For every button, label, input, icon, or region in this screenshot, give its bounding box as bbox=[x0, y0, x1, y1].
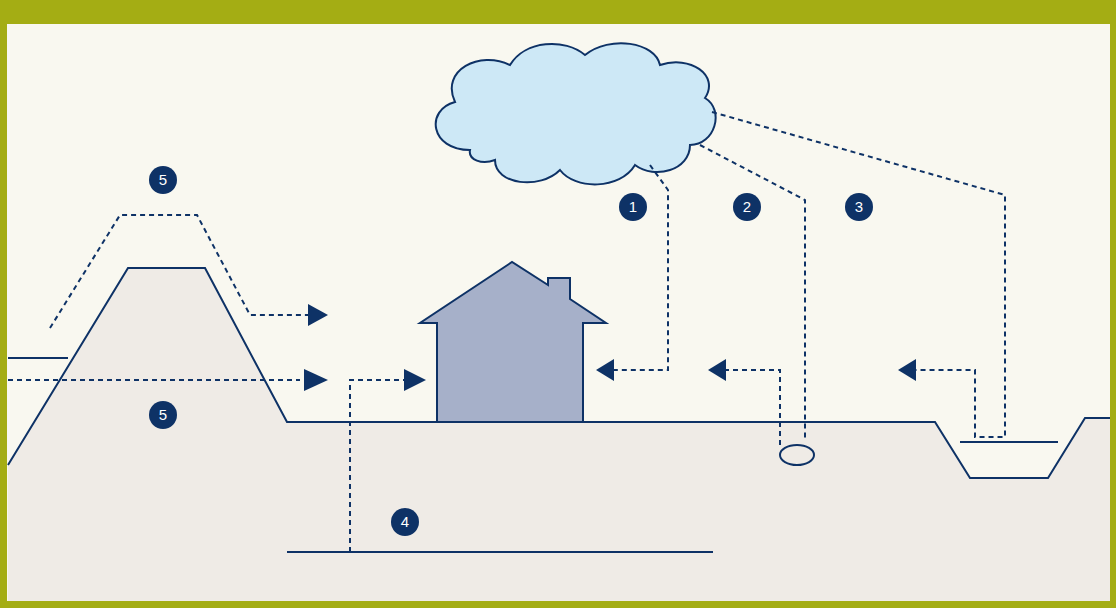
rain-path bbox=[612, 165, 668, 370]
callout-number: 5 bbox=[149, 401, 177, 429]
callout-number: 4 bbox=[391, 508, 419, 536]
callout-number: 5 bbox=[149, 166, 177, 194]
arrow-head bbox=[898, 359, 916, 381]
overtopping-path bbox=[50, 215, 310, 328]
callout-number: 3 bbox=[845, 193, 873, 221]
cloud bbox=[436, 43, 716, 184]
river-level bbox=[8, 357, 68, 359]
arrow-head bbox=[596, 359, 614, 381]
arrow-heads bbox=[304, 304, 916, 391]
sewer-flood-path bbox=[725, 370, 780, 445]
panel-background bbox=[7, 24, 1110, 601]
arrow-head bbox=[308, 304, 328, 326]
arrow-head bbox=[708, 359, 726, 381]
house bbox=[420, 262, 606, 422]
surface-water-path bbox=[712, 112, 1005, 437]
ditch-water bbox=[960, 441, 1058, 443]
sewer-pipe bbox=[780, 445, 814, 465]
arrow-head bbox=[404, 369, 426, 391]
callout-number: 1 bbox=[619, 193, 647, 221]
flow-paths bbox=[8, 112, 1005, 552]
callout-number: 2 bbox=[733, 193, 761, 221]
arrow-head bbox=[304, 369, 328, 391]
seepage-path bbox=[8, 379, 300, 381]
sewer-rain-path bbox=[700, 145, 805, 440]
